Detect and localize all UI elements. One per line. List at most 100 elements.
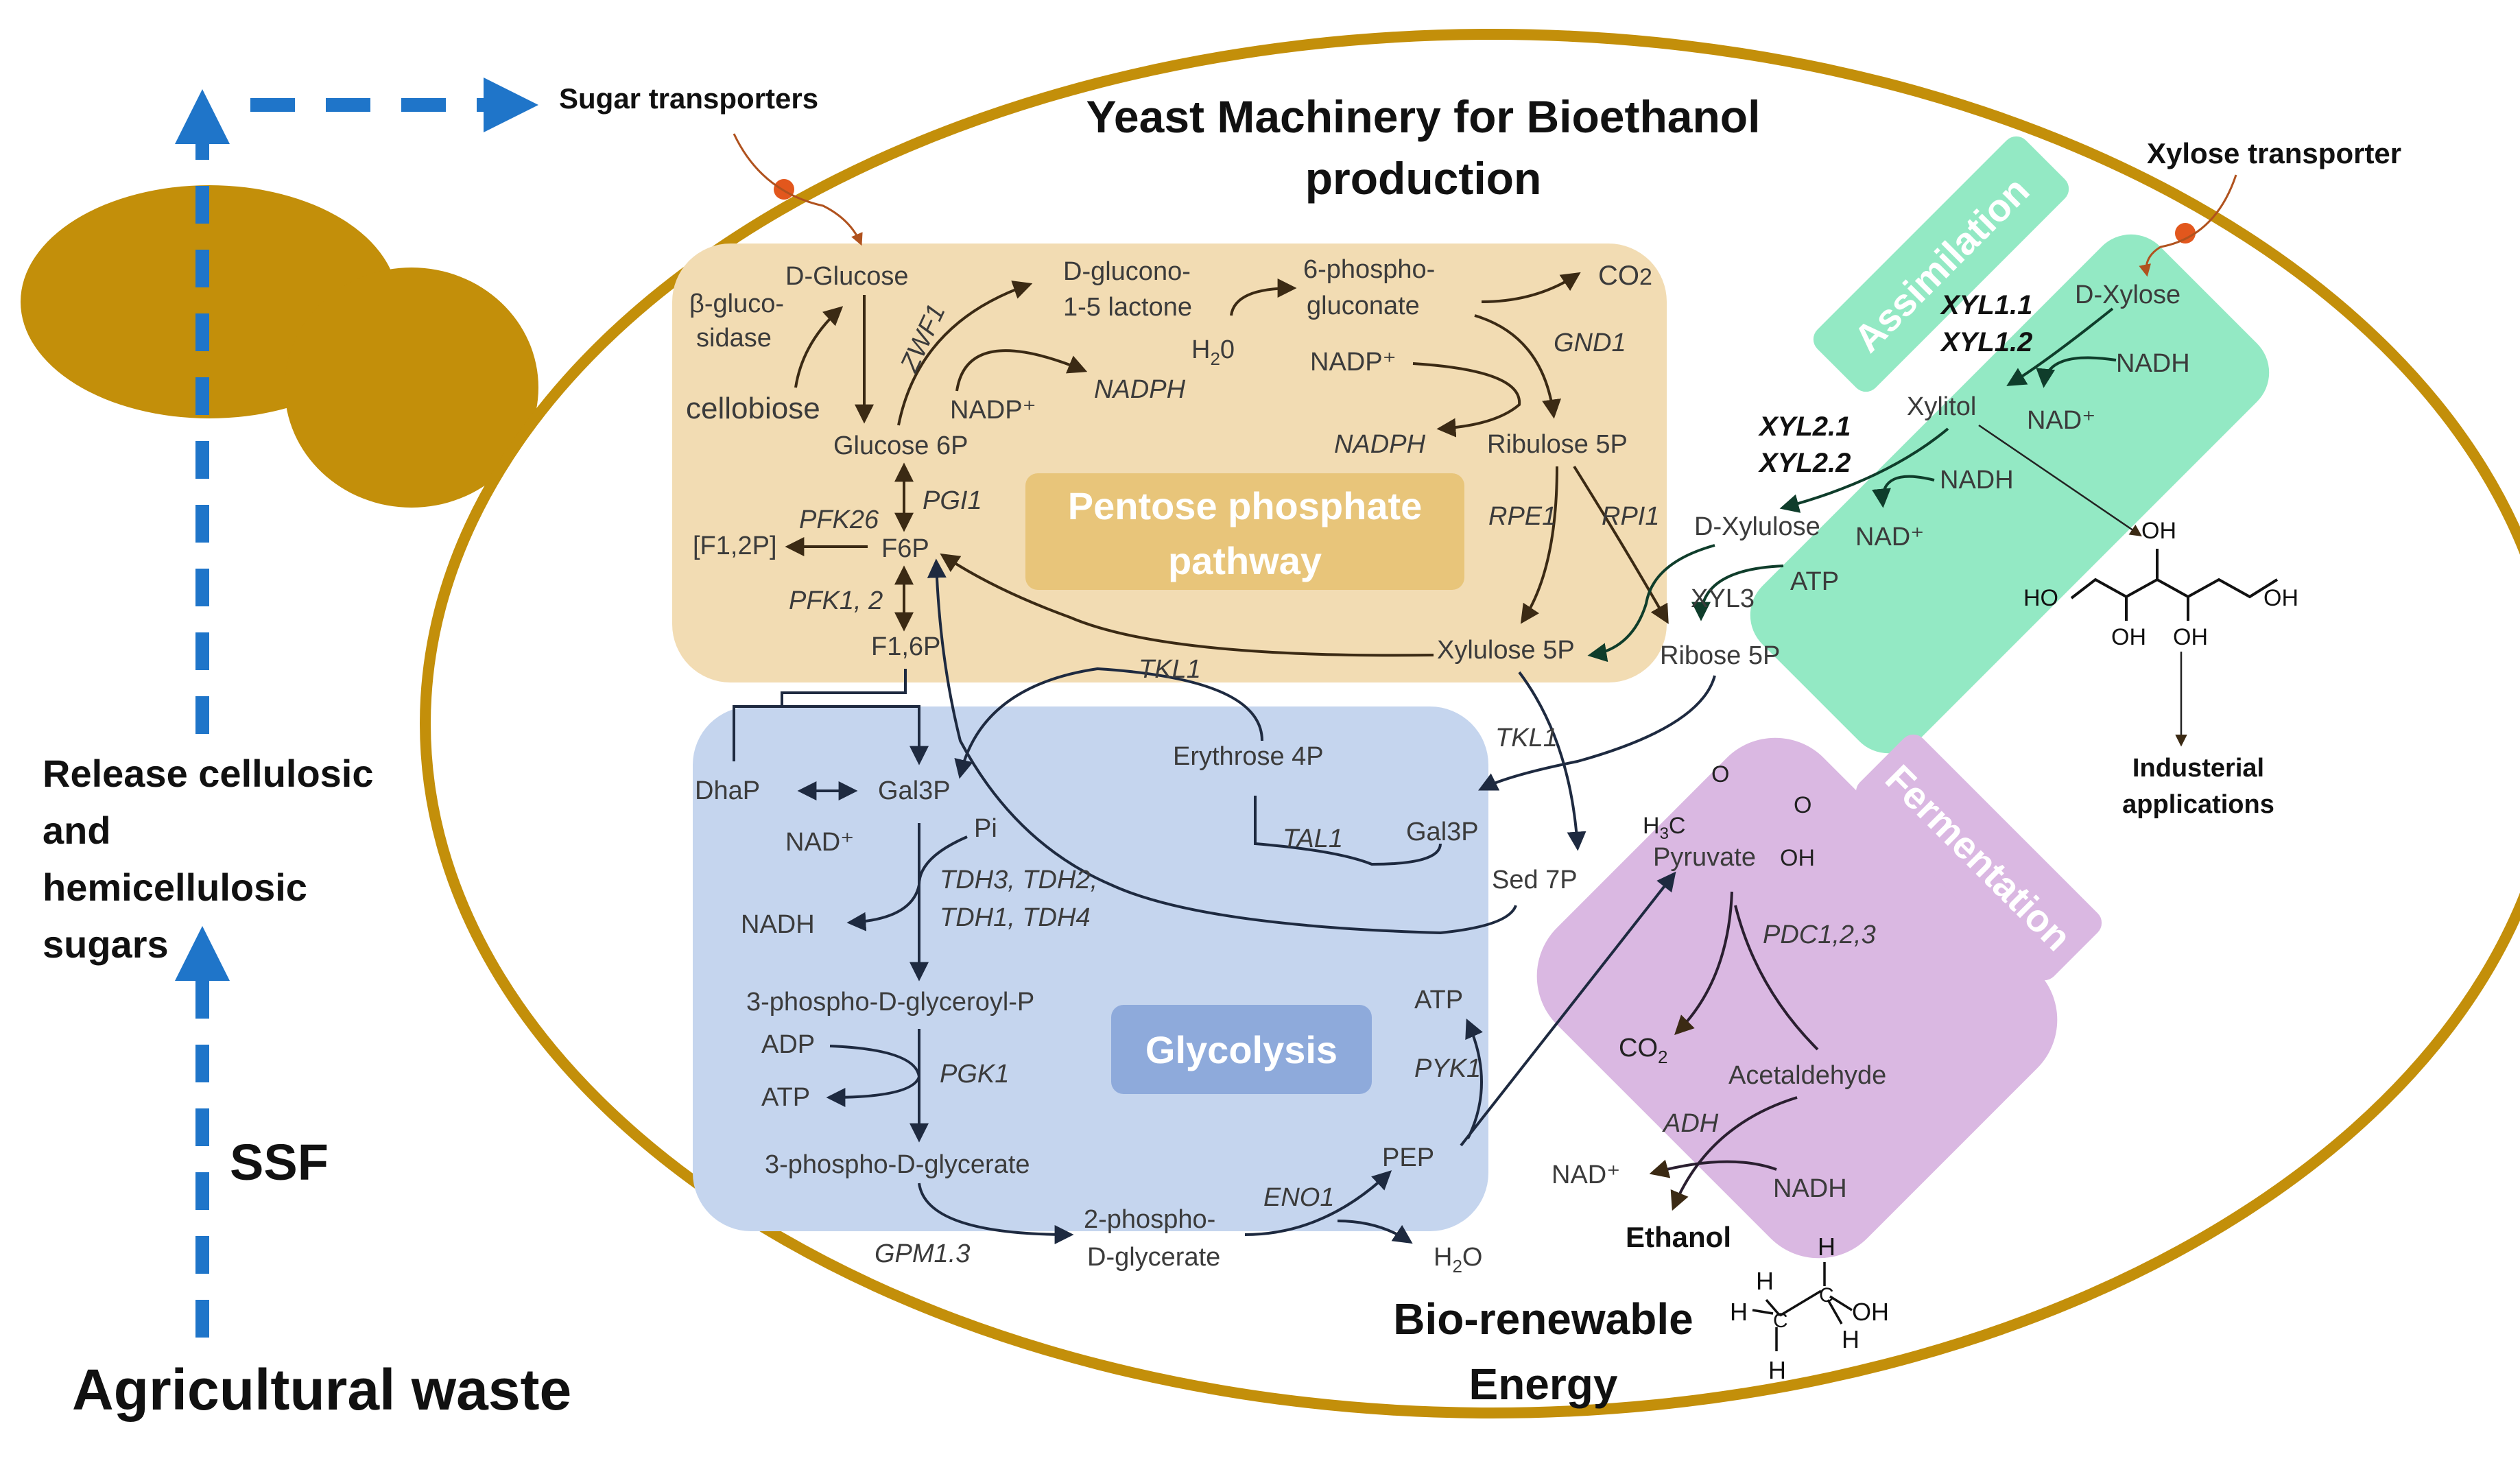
xylitol-structure — [2070, 549, 2279, 621]
agricultural-waste-label: Agricultural waste — [72, 1357, 571, 1422]
adh-enzyme: ADH — [1662, 1109, 1719, 1138]
h2o-glyco: H2O — [1434, 1243, 1482, 1276]
3-phospho-d-glyceroyl-p: 3-phospho-D-glyceroyl-P — [746, 988, 1034, 1017]
release-text-2: and — [43, 809, 111, 852]
tkl1-a-enzyme: TKL1 — [1139, 655, 1201, 684]
co2-ppp: CO2 — [1598, 261, 1652, 291]
pdc-enzyme: PDC1,2,3 — [1763, 920, 1876, 949]
pyruvate-oh: OH — [1780, 845, 1815, 871]
pyk1-enzyme: PYK1 — [1414, 1054, 1481, 1083]
arrow-6pg-to-ribulose5p — [1474, 314, 1561, 419]
release-text-1: Release cellulosic — [43, 752, 374, 795]
ssf-label: SSF — [230, 1134, 329, 1191]
yeast-bud-small — [285, 268, 538, 508]
arrow-nadh-to-nad-ferment — [1649, 1159, 1777, 1178]
arrow-lactone-to-6pg — [1230, 278, 1297, 316]
pep: PEP — [1382, 1143, 1434, 1172]
nadh-xyl-1: NADH — [2116, 349, 2190, 378]
pyruvate-o: O — [1794, 792, 1811, 818]
arrow-2pg-to-pep — [1244, 1170, 1392, 1236]
nad-xyl-2: NAD⁺ — [1855, 523, 1924, 551]
xylulose-5p: Xylulose 5P — [1437, 636, 1575, 665]
ethanol-h-4: H — [1818, 1233, 1835, 1261]
xyl1-2-enzyme: XYL1.2 — [1940, 327, 2032, 357]
nad-ferment: NAD⁺ — [1552, 1161, 1620, 1189]
xyl3-enzyme: XYL3 — [1691, 584, 1755, 613]
d-glucono-2: 1-5 lactone — [1063, 293, 1192, 322]
pgk1-enzyme: PGK1 — [940, 1060, 1009, 1089]
atp-pyk: ATP — [1414, 986, 1463, 1014]
arrow-dxylulose-to-xylulose5p — [1587, 544, 1715, 663]
xylitol-oh-top: OH — [2141, 518, 2176, 544]
assimilation-label-box — [1813, 136, 2069, 392]
gal3p-2: Gal3P — [1406, 818, 1479, 846]
nadph-2: NADPH — [1334, 430, 1426, 459]
cellobiose: cellobiose — [686, 392, 820, 425]
ethanol-oh: OH — [1852, 1298, 1889, 1326]
acetaldehyde: Acetaldehyde — [1728, 1061, 1886, 1090]
xylitol-oh-bottom-1: OH — [2111, 624, 2146, 650]
ppp-label-line1: Pentose phosphate — [1068, 484, 1423, 527]
rpe1-enzyme: RPE1 — [1488, 502, 1556, 531]
xylose-transporter-pointer — [2139, 174, 2237, 277]
arrow-pyruvate-to-acetaldehyde — [1734, 905, 1819, 1051]
arrow-ribulose-to-xylulose — [1520, 466, 1558, 624]
gnd1-enzyme: GND1 — [1554, 329, 1626, 357]
arrow-pep-to-atp — [1465, 1018, 1483, 1139]
arrow-ribose-to-gal3p — [1477, 675, 1716, 791]
arrow-nadp-to-nadph — [955, 349, 1088, 392]
arrow-nadh-to-nad-2 — [1872, 475, 1935, 508]
xylitol-oh-right: OH — [2263, 585, 2298, 611]
6-phosphogluconate-1: 6-phospho- — [1303, 255, 1435, 284]
arrow-pi-nad — [846, 835, 968, 931]
3-phospho-d-glycerate: 3-phospho-D-glycerate — [765, 1150, 1030, 1179]
h2o-ppp: H20 — [1191, 335, 1235, 369]
nadp-1: NADP⁺ — [950, 396, 1036, 425]
tkl1-b-enzyme: TKL1 — [1495, 724, 1558, 752]
adp: ADP — [761, 1030, 815, 1059]
pyruvate-h3c: H3C — [1643, 813, 1685, 843]
arrow-xylitol-to-struct — [1978, 424, 2142, 536]
d-glucose: D-Glucose — [785, 262, 909, 291]
erythrose-4p: Erythrose 4P — [1173, 742, 1324, 771]
bio-renewable-line1: Bio-renewable — [1393, 1294, 1693, 1344]
d-xylulose: D-Xylulose — [1694, 512, 1820, 541]
pgi1-enzyme: PGI1 — [923, 486, 982, 515]
pi: Pi — [974, 814, 997, 843]
xyl2-2-enzyme: XYL2.2 — [1758, 448, 1851, 478]
gpm-enzyme: GPM1.3 — [875, 1239, 970, 1268]
f16p: F1,6P — [871, 632, 940, 661]
nadh-ferment: NADH — [1773, 1174, 1847, 1203]
arrow-cellobiose-to-dglucose — [794, 306, 844, 388]
ethanol-label: Ethanol — [1626, 1221, 1731, 1253]
arrow-acetaldehyde-to-ethanol — [1670, 1096, 1798, 1211]
pyruvate-ketone-o: O — [1711, 761, 1729, 787]
f6p: F6P — [881, 534, 929, 563]
tdh-enzymes-1: TDH3, TDH2, — [940, 866, 1097, 894]
arrow-adp-to-atp — [826, 1045, 921, 1107]
arrow-xylulose-to-sed7p — [1518, 671, 1586, 851]
sugar-transporter-pointer — [733, 133, 863, 246]
2-phospho-d-glycerate-2: D-glycerate — [1087, 1243, 1220, 1272]
beta-glucosidase-1: β-gluco- — [689, 289, 784, 318]
arrow-erythrose-to-gal3p — [954, 667, 1263, 779]
release-text-3: hemicellulosic — [43, 866, 307, 909]
nad-glyco: NAD⁺ — [785, 828, 854, 857]
glycolysis-region — [693, 706, 1488, 1231]
atp-xyl: ATP — [1790, 567, 1839, 596]
glucose-6p: Glucose 6P — [833, 431, 968, 460]
arrow-2pg-to-h2o — [1337, 1220, 1413, 1244]
ethanol-h-1: H — [1756, 1267, 1774, 1295]
arrow-xylulose5p-to-f6p — [940, 553, 1434, 657]
glycolysis-label: Glycolysis — [1145, 1028, 1338, 1071]
arrow-atp-to-ribose — [1691, 565, 1784, 621]
ethanol-structure — [1752, 1262, 1853, 1351]
sed-7p: Sed 7P — [1492, 866, 1578, 894]
sugar-transporters-label: Sugar transporters — [559, 82, 818, 115]
arrow-6pg-to-co2 — [1481, 272, 1581, 303]
f12p: [F1,2P] — [693, 532, 777, 560]
nadp-2: NADP⁺ — [1310, 348, 1396, 377]
ethanol-h-5: H — [1842, 1325, 1859, 1353]
arrow-glucose6p-to-lactone — [897, 281, 1033, 426]
